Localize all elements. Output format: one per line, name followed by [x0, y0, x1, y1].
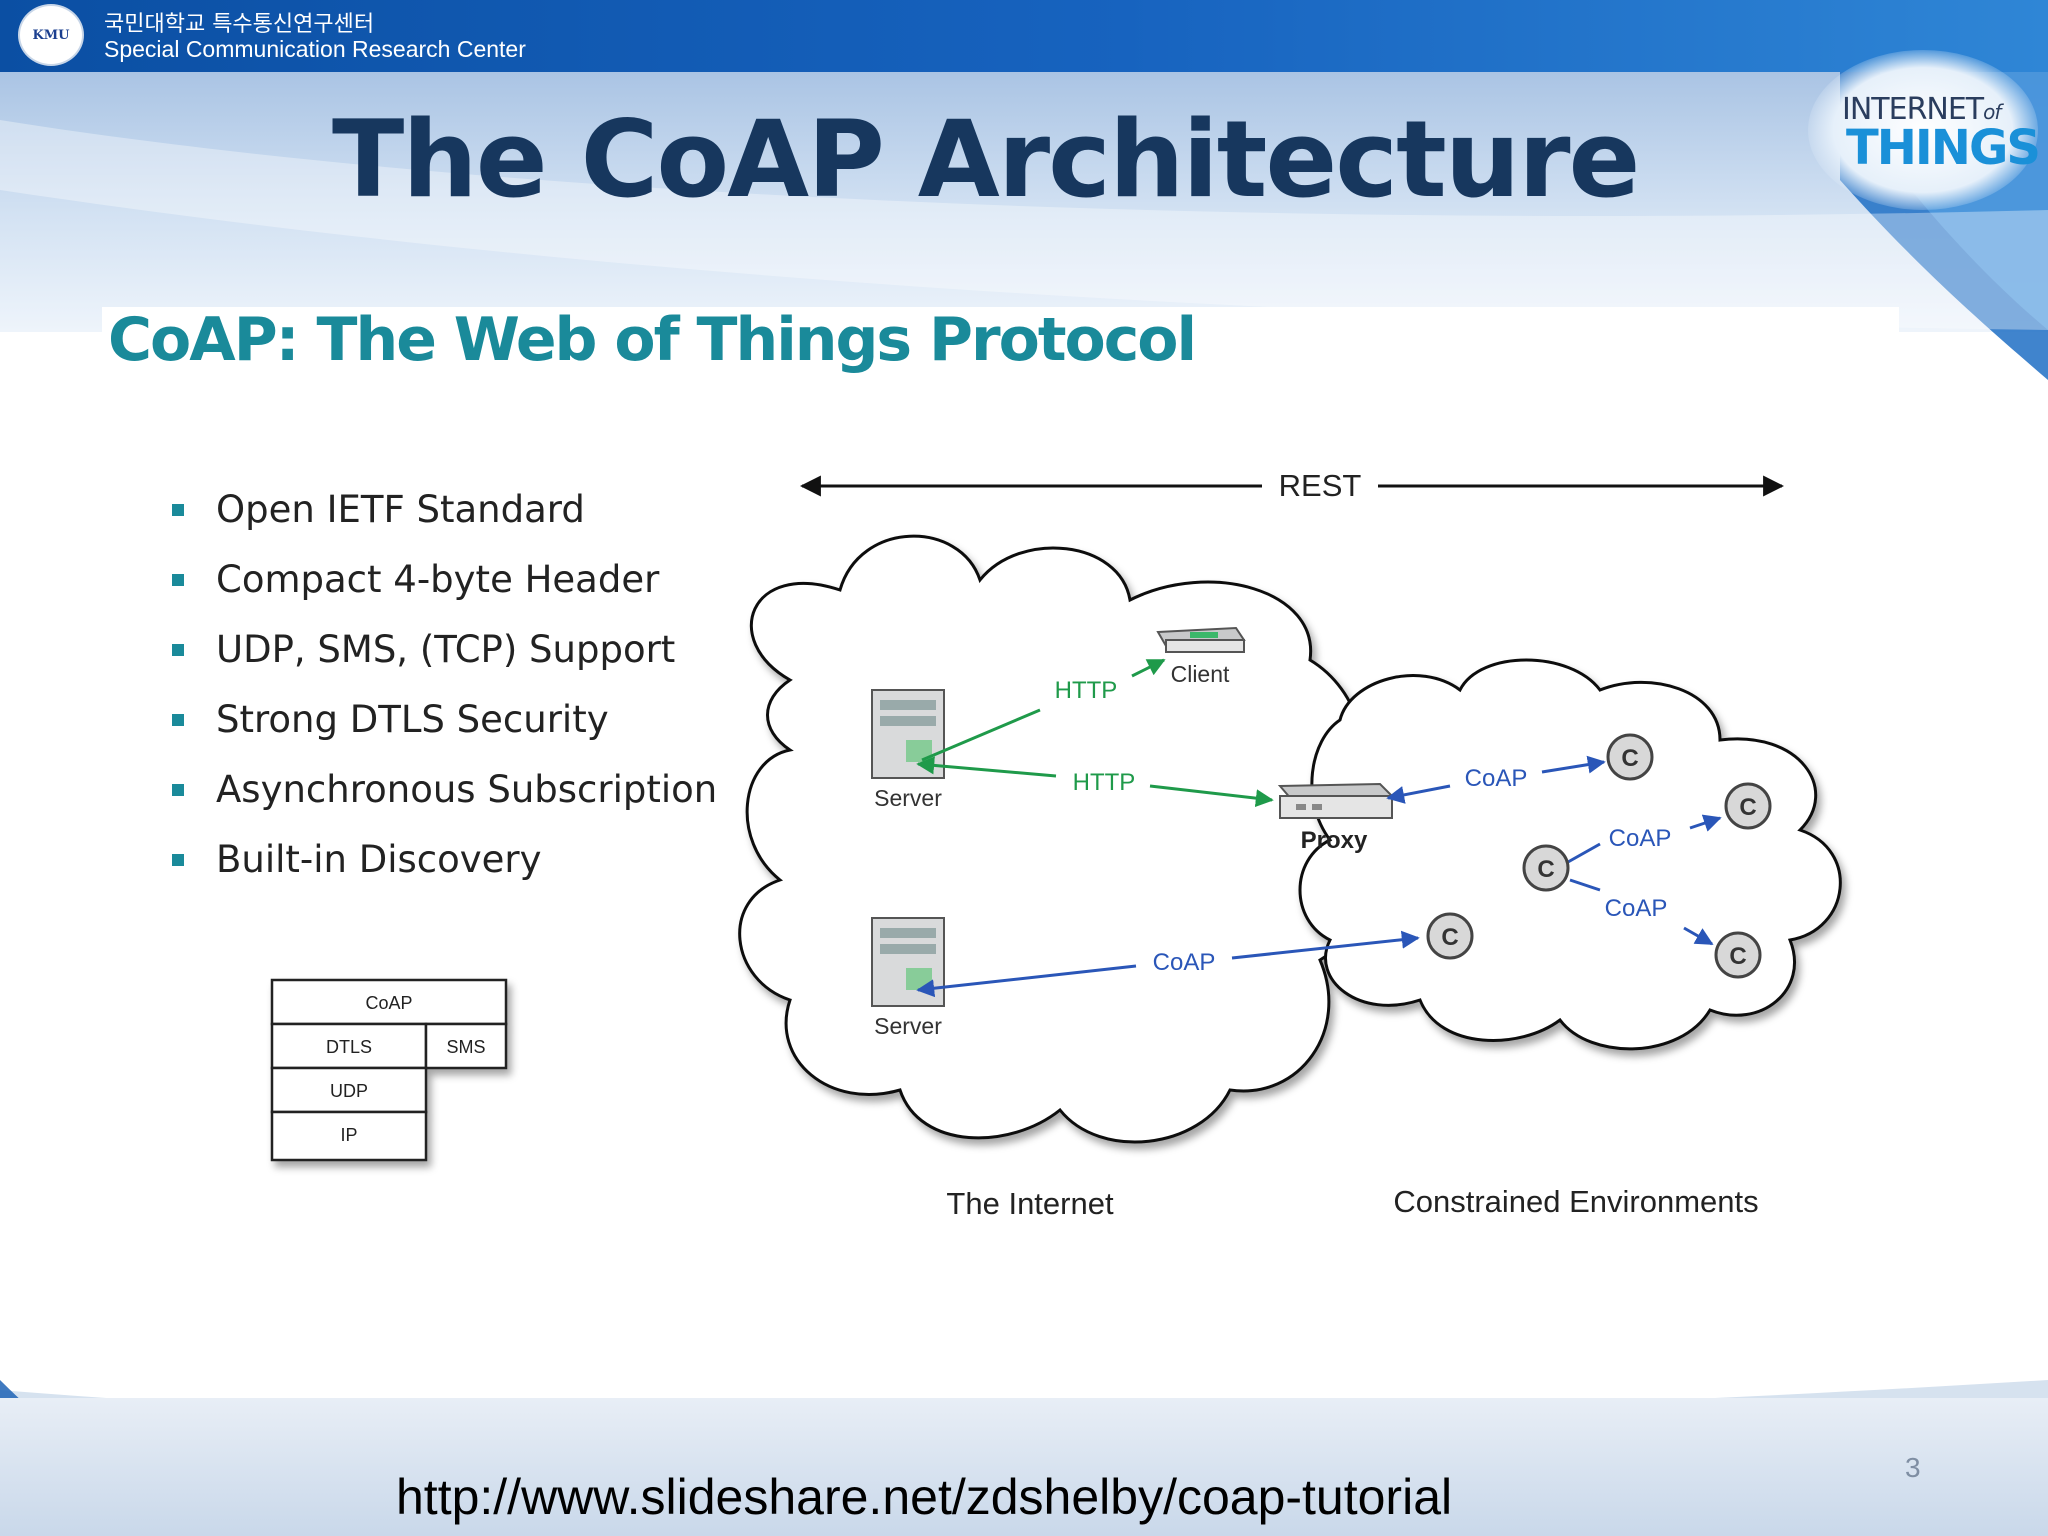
proxy-label: Proxy	[1301, 827, 1368, 854]
feature-item: Open IETF Standard	[168, 488, 717, 558]
kmu-logo-text: KMU	[32, 27, 70, 43]
stack-coap: CoAP	[365, 993, 412, 1013]
node-label: C	[1729, 943, 1746, 970]
slide-title: The CoAP Architecture	[332, 98, 1640, 221]
stack-udp: UDP	[330, 1081, 368, 1101]
constrained-cloud	[1298, 658, 1842, 1051]
proxy-icon	[1277, 782, 1395, 819]
protocol-stack	[270, 978, 508, 1162]
node-label: C	[1621, 745, 1638, 772]
node-label: C	[1739, 794, 1756, 821]
iot-logo-line1: INTERNETof	[1842, 92, 2001, 127]
constrained-label: Constrained Environments	[1393, 1184, 1758, 1219]
http-label: HTTP	[1073, 769, 1136, 796]
constrained-node: C	[1724, 782, 1772, 830]
stack-dtls: DTLS	[326, 1037, 372, 1057]
rest-arrow: REST	[799, 468, 1785, 503]
feature-list: Open IETF Standard Compact 4-byte Header…	[168, 488, 717, 908]
coap-label: CoAP	[1465, 765, 1528, 792]
coap-label: CoAP	[1609, 825, 1672, 852]
client-icon	[1156, 626, 1246, 653]
feature-item: Strong DTLS Security	[168, 698, 717, 768]
constrained-node: C	[1714, 931, 1762, 979]
node-label: C	[1537, 856, 1554, 883]
constrained-node: C	[1606, 733, 1654, 781]
coap-label: CoAP	[1153, 949, 1216, 976]
kmu-logo: KMU	[18, 4, 84, 66]
slide-number: 3	[1905, 1452, 1921, 1483]
org-name-english: Special Communication Research Center	[104, 36, 526, 62]
footer-band	[0, 1398, 2048, 1536]
stack-ip: IP	[340, 1125, 357, 1145]
http-flows	[916, 658, 1274, 808]
node-label: C	[1441, 924, 1458, 951]
internet-label: The Internet	[946, 1186, 1114, 1221]
http-label: HTTP	[1055, 677, 1118, 704]
constrained-node: C	[1522, 844, 1570, 892]
server-icon	[871, 689, 945, 779]
constrained-node: C	[1426, 912, 1474, 960]
org-name-korean: 국민대학교 특수통신연구센터	[104, 12, 375, 37]
panel-title: CoAP: The Web of Things Protocol	[108, 305, 1197, 375]
iot-logo-things: THINGS	[1846, 120, 2041, 176]
feature-item: Built-in Discovery	[168, 838, 717, 908]
iot-logo-internet: INTERNET	[1842, 92, 1984, 127]
coap-flows	[916, 755, 1722, 998]
iot-logo-of: of	[1983, 100, 2001, 124]
client-label: Client	[1171, 661, 1230, 687]
header-bar	[0, 0, 2048, 72]
server-label: Server	[874, 785, 942, 811]
title-band	[0, 72, 2048, 332]
source-url: http://www.slideshare.net/zdshelby/coap-…	[396, 1469, 1453, 1525]
feature-item: Compact 4-byte Header	[168, 558, 717, 628]
feature-item: UDP, SMS, (TCP) Support	[168, 628, 717, 698]
rest-label: REST	[1279, 468, 1362, 503]
stack-sms: SMS	[446, 1037, 485, 1057]
server-icon	[871, 917, 945, 1007]
coap-label: CoAP	[1605, 895, 1668, 922]
internet-cloud	[738, 534, 1367, 1144]
feature-item: Asynchronous Subscription	[168, 768, 717, 838]
server-label: Server	[874, 1013, 942, 1039]
iot-logo: INTERNETof THINGS	[1808, 50, 2041, 210]
